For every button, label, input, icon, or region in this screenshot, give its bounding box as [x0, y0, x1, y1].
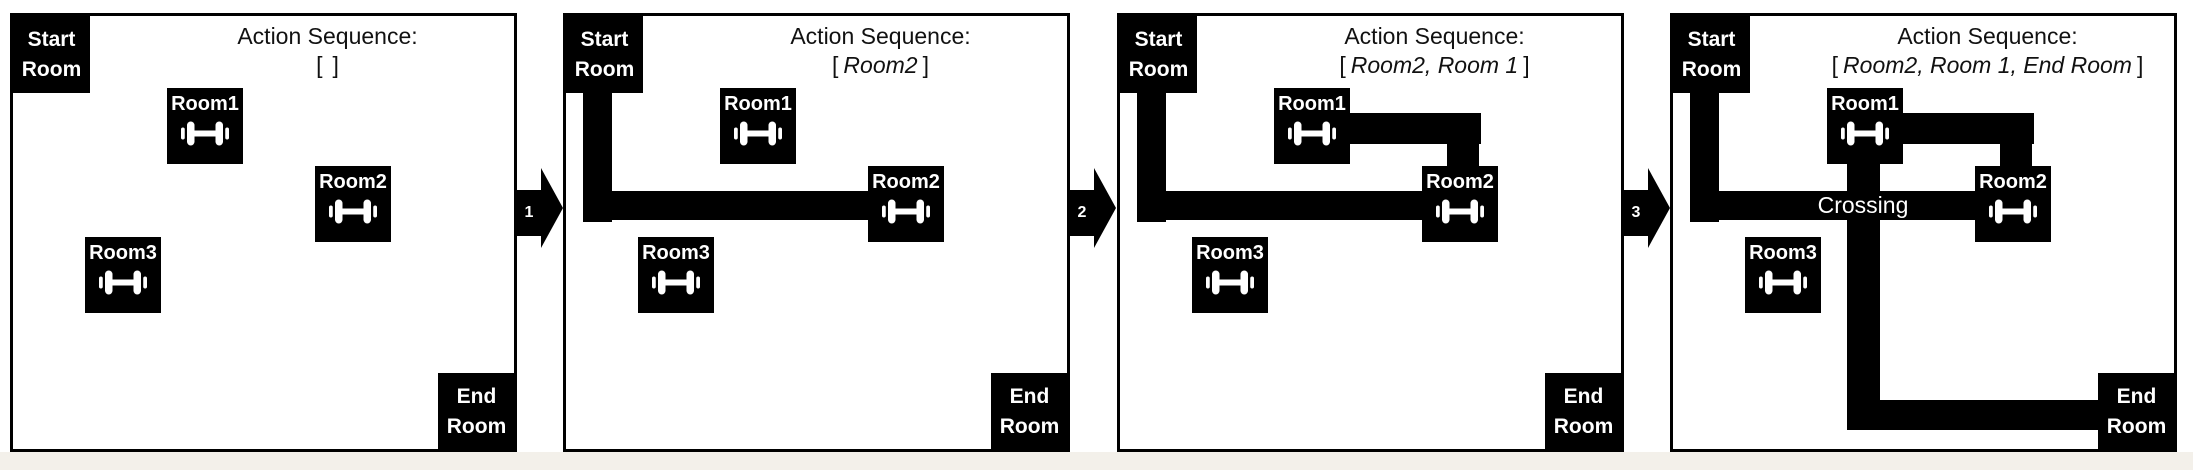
sequence-open-bracket: [ [316, 52, 323, 78]
step-arrow-2: 2 [1070, 168, 1116, 248]
footer-strip [0, 452, 2193, 470]
end-room-box: End Room [2098, 373, 2175, 450]
path-start-to-room2-horizontal [583, 191, 915, 220]
arrow-stem [1070, 190, 1094, 236]
action-sequence-value: [Room2, Room 1] [1184, 51, 1685, 80]
action-sequence-value: [Room2, Room 1, End Room] [1737, 51, 2193, 80]
sequence-items: Room2, Room 1 [1350, 52, 1519, 78]
dumbbell-icon [1841, 121, 1889, 146]
sequence-close-bracket: ] [2136, 52, 2144, 78]
start-room-label: Start Room [574, 27, 635, 81]
panel-step-3: Crossing Action Sequence: [Room2, Room 1… [1670, 13, 2177, 452]
room3-box: Room3 [1192, 237, 1268, 313]
end-room-label: End Room [446, 384, 507, 438]
start-room-label: Start Room [1681, 27, 1742, 81]
room3-label: Room3 [1749, 242, 1817, 264]
room1-box: Room1 [1827, 88, 1903, 164]
room2-box: Room2 [868, 166, 944, 242]
room1-box: Room1 [1274, 88, 1350, 164]
room3-box: Room3 [638, 237, 714, 313]
start-room-box: Start Room [566, 16, 643, 93]
room2-box: Room2 [315, 166, 391, 242]
sequence-open-bracket: [ [1339, 52, 1346, 78]
arrow-stem [1624, 190, 1648, 236]
room2-label: Room2 [872, 171, 940, 193]
step-arrow-1: 1 [517, 168, 563, 248]
end-room-box: End Room [991, 373, 1068, 450]
room3-box: Room3 [1745, 237, 1821, 313]
arrow-stem [517, 190, 541, 236]
action-sequence-block: Action Sequence: [] [77, 22, 578, 80]
path-room1-to-end-vertical [1847, 156, 1880, 430]
action-sequence-block: Action Sequence: [Room2] [630, 22, 1131, 80]
start-room-box: Start Room [1120, 16, 1197, 93]
sequence-open-bracket: [ [832, 52, 839, 78]
action-sequence-title: Action Sequence: [1897, 23, 2078, 49]
step-arrow-3: 3 [1624, 168, 1670, 248]
dumbbell-icon [1206, 270, 1254, 295]
path-start-to-room2-horizontal [1137, 191, 1469, 220]
end-room-label: End Room [1553, 384, 1614, 438]
arrow-head-icon [1648, 168, 1670, 248]
room3-box: Room3 [85, 237, 161, 313]
room3-label: Room3 [1196, 242, 1264, 264]
action-sequence-value: [Room2] [630, 51, 1131, 80]
start-room-label: Start Room [21, 27, 82, 81]
step-number: 1 [524, 204, 534, 221]
action-sequence-title: Action Sequence: [790, 23, 971, 49]
sequence-close-bracket: ] [332, 52, 339, 78]
room1-box: Room1 [720, 88, 796, 164]
dumbbell-icon [1989, 199, 2037, 224]
sequence-items: Room2 [843, 52, 918, 78]
room1-box: Room1 [167, 88, 243, 164]
dumbbell-icon [882, 199, 930, 224]
action-sequence-block: Action Sequence: [Room2, Room 1, End Roo… [1737, 22, 2193, 80]
arrow-head-icon [1094, 168, 1116, 248]
start-room-box: Start Room [13, 16, 90, 93]
start-room-label: Start Room [1128, 27, 1189, 81]
end-room-label: End Room [999, 384, 1060, 438]
room2-box: Room2 [1975, 166, 2051, 242]
panel-step-1: Action Sequence: [Room2] Start Room Room… [563, 13, 1070, 452]
action-sequence-title: Action Sequence: [237, 23, 418, 49]
room1-label: Room1 [1278, 93, 1346, 115]
path-room1-to-end-horizontal [1847, 400, 2132, 430]
sequence-open-bracket: [ [1831, 52, 1839, 78]
dumbbell-icon [1288, 121, 1336, 146]
sequence-close-bracket: ] [1523, 52, 1530, 78]
room2-label: Room2 [1979, 171, 2047, 193]
arrow-head-icon [541, 168, 563, 248]
room3-label: Room3 [642, 242, 710, 264]
room1-label: Room1 [724, 93, 792, 115]
end-room-box: End Room [1545, 373, 1622, 450]
step-number: 3 [1631, 204, 1641, 221]
end-room-label: End Room [2106, 384, 2167, 438]
action-sequence-title: Action Sequence: [1344, 23, 1525, 49]
sequence-items: Room2, Room 1, End Room [1843, 52, 2132, 78]
path-room2-to-room1-vertical [2000, 113, 2032, 175]
dumbbell-icon [734, 121, 782, 146]
dumbbell-icon [652, 270, 700, 295]
dumbbell-icon [99, 270, 147, 295]
end-room-box: End Room [438, 373, 515, 450]
room2-label: Room2 [1426, 171, 1494, 193]
start-room-box: Start Room [1673, 16, 1750, 93]
path-room2-to-room1-vertical [1447, 113, 1479, 175]
dumbbell-icon [181, 121, 229, 146]
room1-label: Room1 [1831, 93, 1899, 115]
room2-label: Room2 [319, 171, 387, 193]
sequence-close-bracket: ] [922, 52, 929, 78]
room1-label: Room1 [171, 93, 239, 115]
action-sequence-value: [] [77, 51, 578, 80]
dumbbell-icon [329, 199, 377, 224]
step-number: 2 [1077, 204, 1087, 221]
crossing-label: Crossing [1817, 192, 1909, 218]
room2-box: Room2 [1422, 166, 1498, 242]
panel-step-2: Action Sequence: [Room2, Room 1] Start R… [1117, 13, 1624, 452]
dumbbell-icon [1436, 199, 1484, 224]
room3-label: Room3 [89, 242, 157, 264]
action-sequence-block: Action Sequence: [Room2, Room 1] [1184, 22, 1685, 80]
panel-step-0: Action Sequence: [] Start Room Room1 Roo… [10, 13, 517, 452]
dumbbell-icon [1759, 270, 1807, 295]
